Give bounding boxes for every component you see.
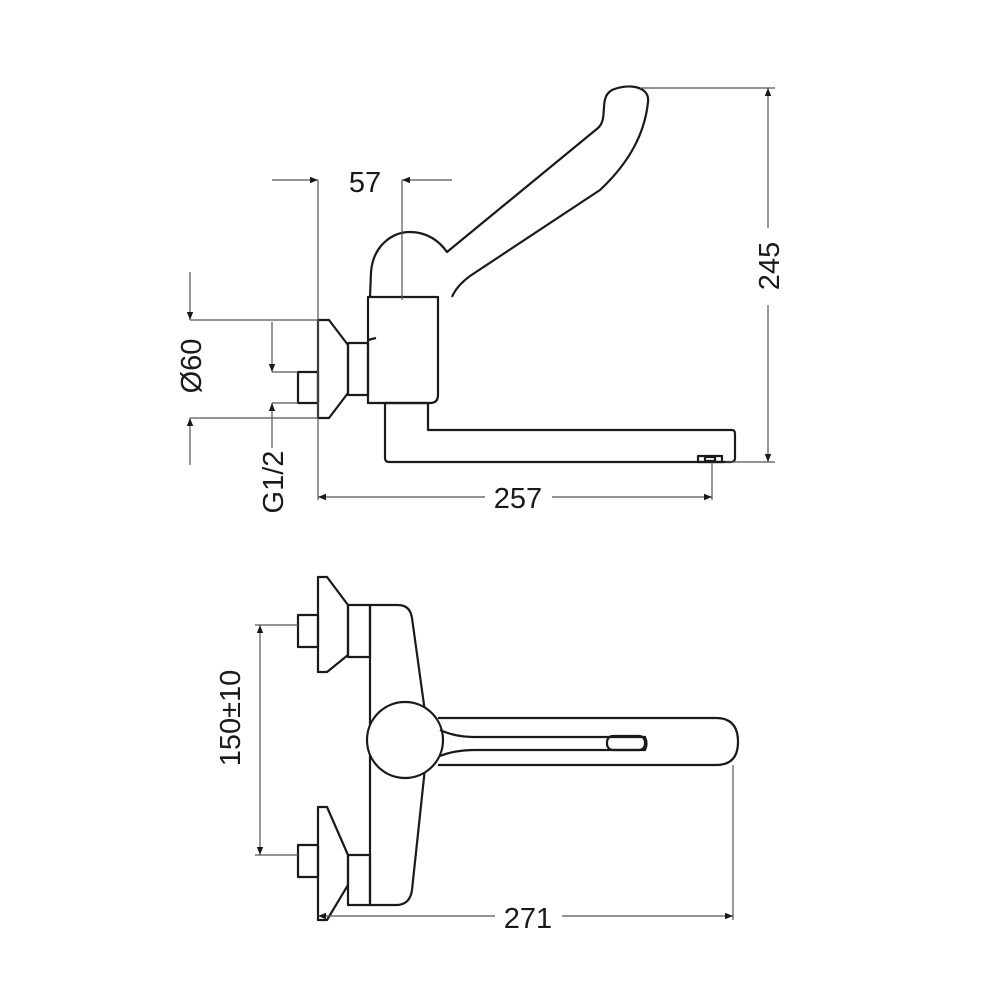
dim-57-label: 57 [349,167,381,199]
lower-inlet-stub [296,843,320,879]
lever-tip [605,734,647,752]
body-mark [367,336,377,342]
lower-nut [346,853,372,907]
wall-flange [316,318,350,420]
upper-nut [346,603,372,659]
handle-hub [365,700,445,780]
upper-flange [316,575,350,674]
inlet-stub [296,370,320,405]
aerator-insert [703,455,717,463]
dim-245-label: 245 [754,242,786,290]
dim-diameter-label: Ø60 [176,339,208,394]
lever-top [439,729,648,758]
connector-nut [346,341,370,397]
lever-handle [368,85,650,298]
lower-flange [316,805,350,922]
mixer-body-top [368,603,427,907]
upper-inlet-stub [296,613,320,649]
mixer-body [366,295,440,405]
top-view: 150±10 271 [215,575,740,935]
spout-top [438,716,740,767]
side-view: 57 245 Ø60 G1/2 257 [176,85,786,515]
dim-thread-label: G1/2 [258,451,290,514]
dim-centers-label: 150±10 [215,670,247,767]
dim-271-label: 271 [504,903,552,935]
spout [383,401,737,464]
dim-257-label: 257 [494,483,542,515]
